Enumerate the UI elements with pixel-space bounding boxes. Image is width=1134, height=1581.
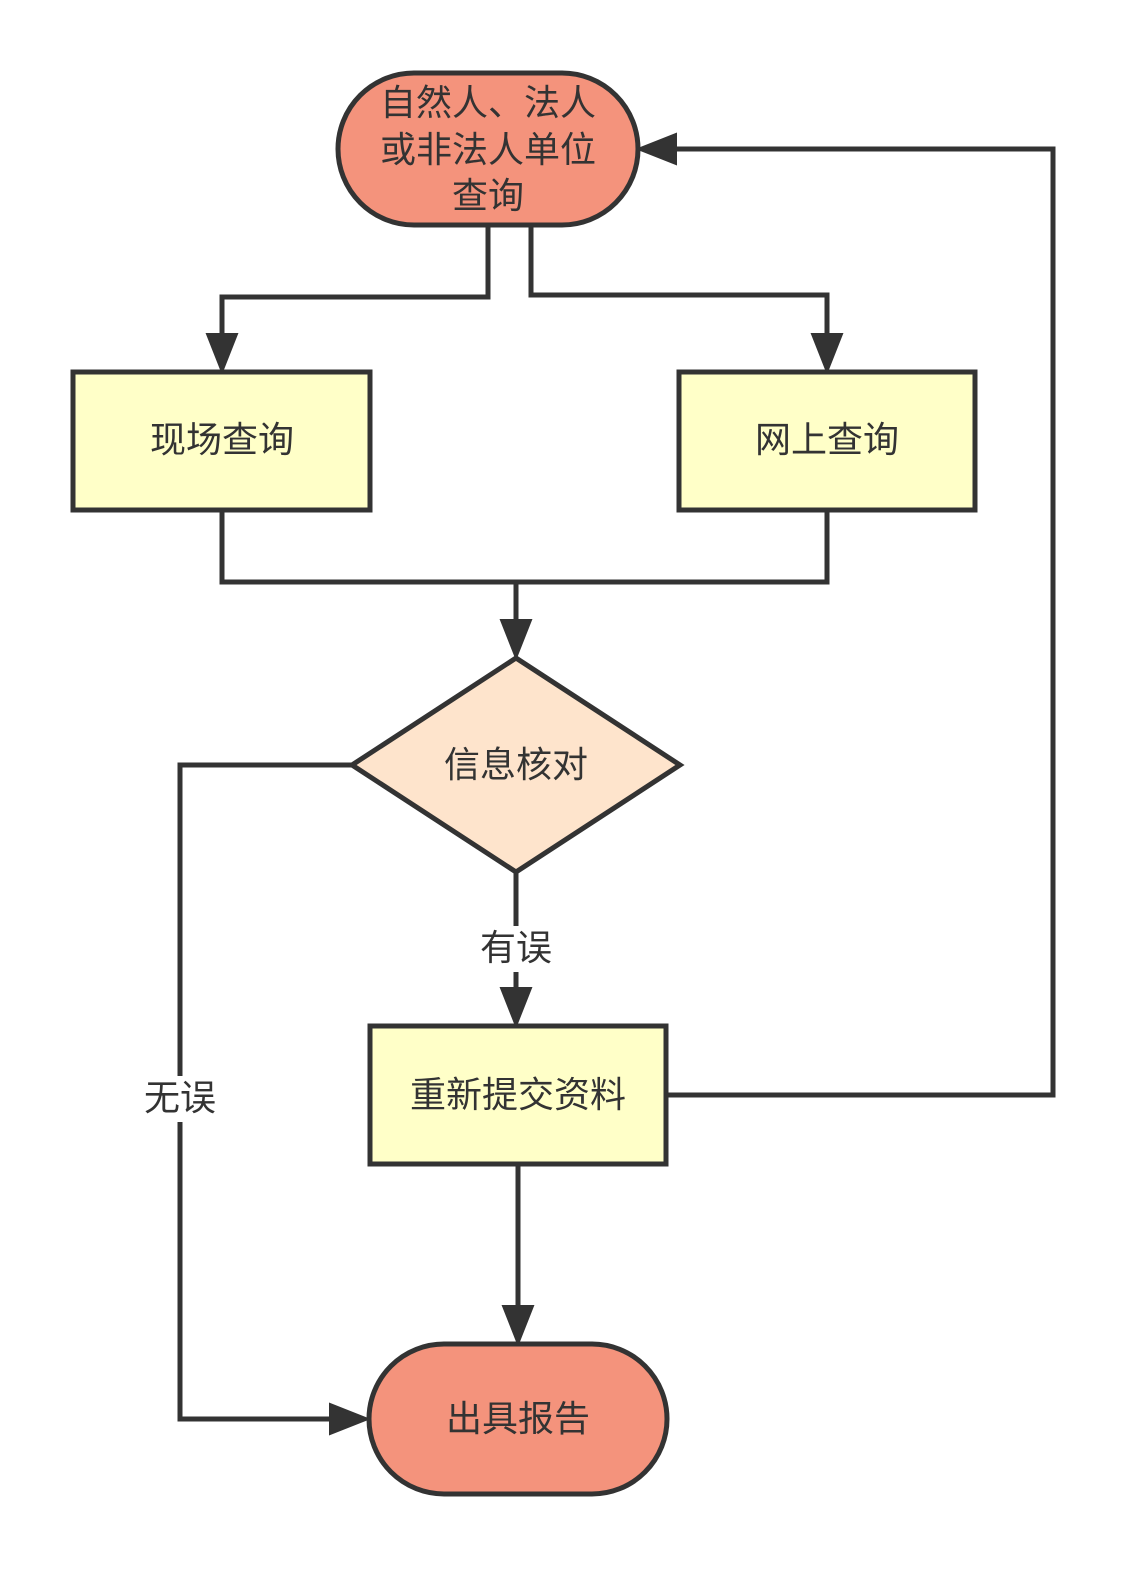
- report-label: 出具报告: [446, 1399, 590, 1440]
- edge-labels: 有误 无误: [138, 926, 558, 1122]
- node-resubmit: 重新提交资料: [367, 1023, 669, 1167]
- resubmit-label: 重新提交资料: [410, 1075, 626, 1116]
- edge-resubmit-to-start: [667, 146, 1056, 1098]
- no-error-label-bg: [138, 1076, 222, 1122]
- start-label-line-1: 自然人、法人: [380, 83, 596, 124]
- onsite-process-box: [70, 369, 373, 513]
- node-report: 出具报告: [366, 1341, 670, 1497]
- arrowhead-has-error: [499, 987, 533, 1029]
- onsite-label: 现场查询: [150, 420, 294, 461]
- edge-onsite-to-verify: [219, 510, 516, 585]
- no-error-label: 无误: [144, 1078, 216, 1119]
- start-label-line-2: 或非法人单位: [380, 130, 596, 171]
- verify-decision-diamond: [347, 655, 685, 875]
- online-label: 网上查询: [755, 420, 899, 461]
- start-terminal-shape: [335, 70, 641, 228]
- start-label-line-3: 查询: [452, 176, 524, 217]
- node-online: 网上查询: [676, 369, 978, 513]
- report-terminal-shape: [366, 1341, 670, 1497]
- has-error-label-bg: [474, 926, 558, 972]
- node-verify: 信息核对: [347, 655, 685, 875]
- arrowhead-resubmit-to-report: [501, 1305, 535, 1347]
- node-start: 自然人、法人 或非法人单位 查询: [335, 70, 641, 228]
- edge-online-to-verify: [513, 510, 830, 624]
- verify-label: 信息核对: [444, 745, 588, 786]
- arrowhead-resubmit-to-start: [635, 132, 677, 166]
- edge-start-to-onsite: [219, 225, 491, 338]
- nodes: 自然人、法人 或非法人单位 查询 现场查询 网上查询 信息核对 重新提交资料 出…: [70, 70, 978, 1497]
- arrowhead-no-error: [329, 1402, 371, 1436]
- has-error-label: 有误: [480, 928, 552, 969]
- arrowhead-merge-to-verify: [499, 619, 533, 661]
- edge-start-to-online: [528, 225, 830, 338]
- online-process-box: [676, 369, 978, 513]
- resubmit-process-box: [367, 1023, 669, 1167]
- node-onsite: 现场查询: [70, 369, 373, 513]
- arrowhead-start-to-online: [810, 333, 844, 375]
- arrowhead-start-to-onsite: [205, 333, 239, 375]
